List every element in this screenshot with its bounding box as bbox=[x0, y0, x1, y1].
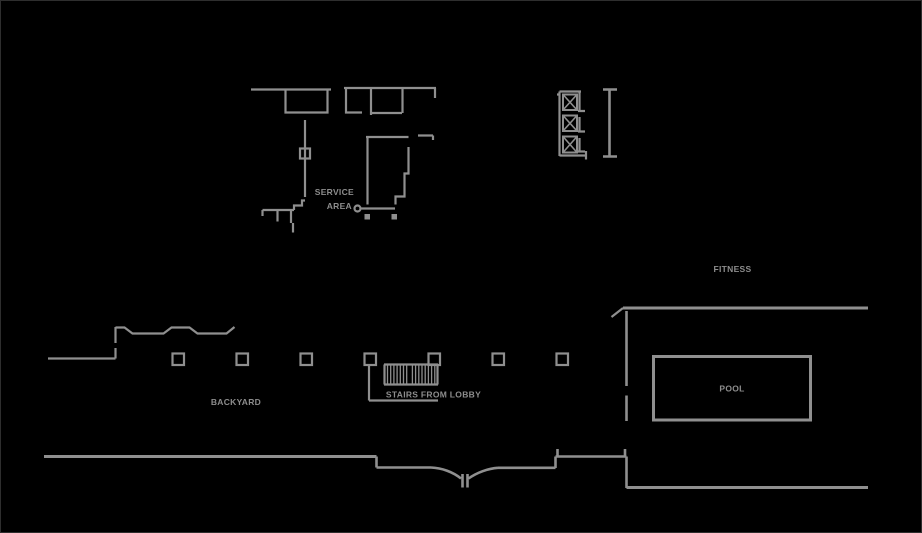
top-middle-walls bbox=[344, 86, 437, 115]
service-leader-dot bbox=[353, 204, 362, 213]
plan-linework bbox=[44, 86, 868, 489]
corridor-column bbox=[298, 147, 312, 160]
elevator-walls bbox=[557, 90, 588, 160]
elevator-shafts bbox=[562, 93, 578, 154]
service-area-label-line2: AREA bbox=[327, 201, 352, 211]
backyard-columns bbox=[171, 352, 570, 367]
scale-marker bbox=[603, 88, 617, 158]
top-left-wall bbox=[251, 88, 331, 114]
service-room-walls bbox=[366, 134, 435, 205]
stairs bbox=[367, 363, 439, 402]
counter-detail bbox=[261, 199, 305, 233]
pool-label: POOL bbox=[719, 384, 744, 394]
backyard-label: BACKYARD bbox=[211, 397, 261, 407]
bottom-boundary bbox=[44, 449, 868, 489]
service-area-label-line1: SERVICE bbox=[315, 187, 354, 197]
stairs-from-lobby-label: STAIRS FROM LOBBY bbox=[386, 390, 481, 400]
service-column-a bbox=[364, 214, 370, 220]
backyard-boundary bbox=[48, 326, 236, 360]
service-column-b bbox=[391, 214, 397, 220]
fitness-label: FITNESS bbox=[714, 264, 752, 274]
fitness-wall-break bbox=[610, 307, 624, 318]
pool-outline bbox=[652, 355, 812, 422]
